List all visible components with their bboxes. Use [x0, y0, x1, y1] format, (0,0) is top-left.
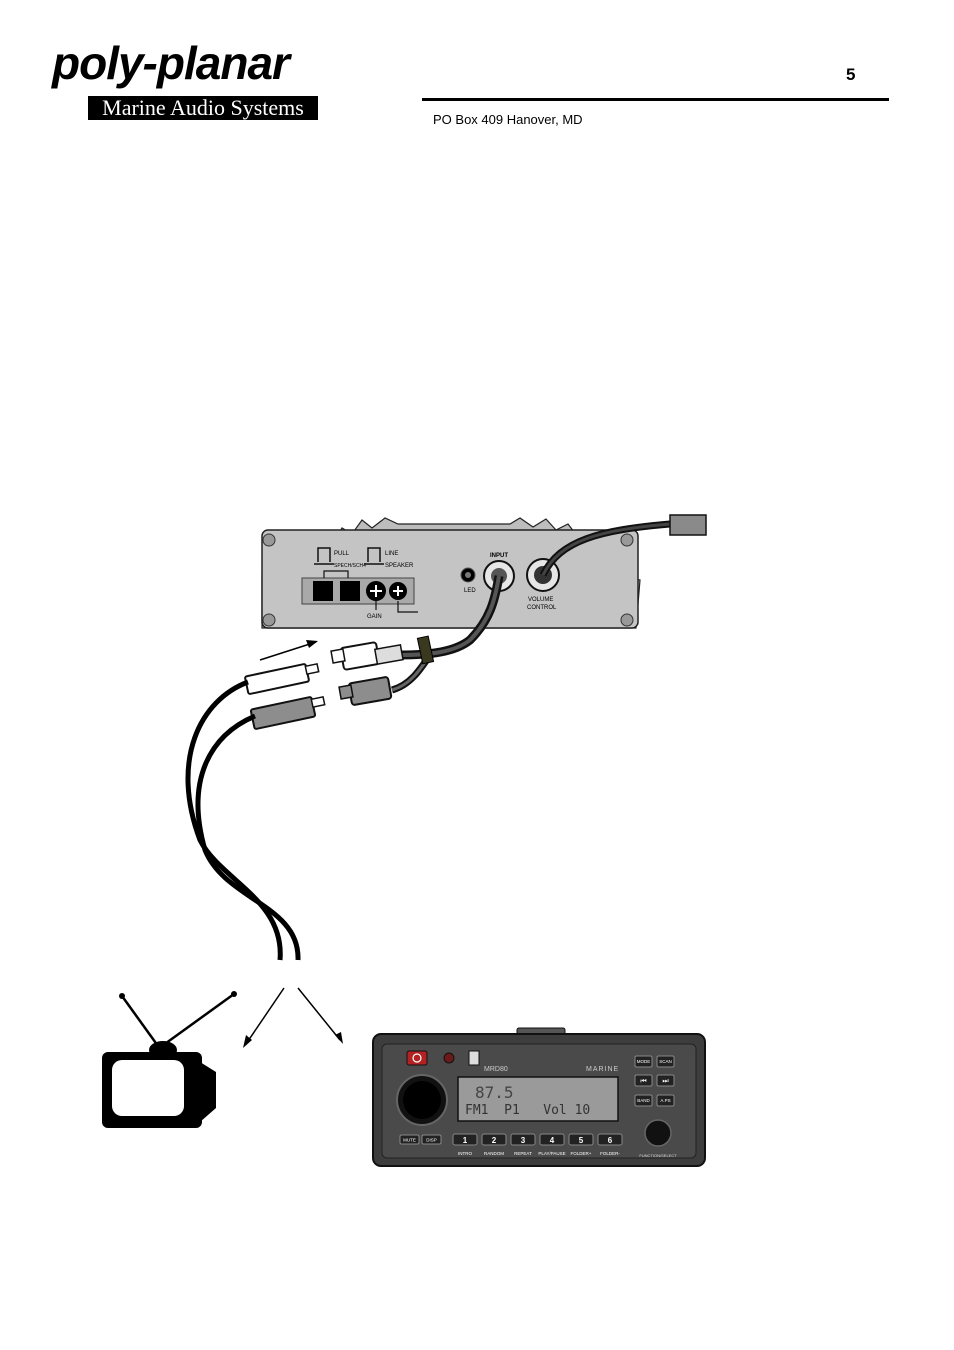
- switch-symbol-icon: [364, 547, 384, 565]
- previous-track-button[interactable]: [634, 1074, 653, 1087]
- address: PO Box 409 Hanover, MD: [433, 112, 583, 127]
- tv-icon: [102, 991, 237, 1128]
- svg-text:A.PS: A.PS: [660, 1098, 670, 1103]
- preset-button-4[interactable]: [539, 1133, 565, 1146]
- logo-wordmark: poly-planar: [52, 37, 290, 89]
- page-number: 5: [846, 65, 856, 84]
- mount-hole: [262, 613, 276, 627]
- rca-plug-white-female: [330, 641, 404, 671]
- scan-button[interactable]: [656, 1055, 675, 1068]
- preset-label: REPEAT: [514, 1151, 532, 1156]
- next-track-icon: ⏭: [662, 1078, 669, 1085]
- radio-led: [443, 1052, 455, 1064]
- radio-brand-badge: [468, 1050, 480, 1066]
- mode-switch[interactable]: [313, 581, 333, 601]
- svg-text:1: 1: [463, 1136, 468, 1145]
- switch1-bottom-label: SPECH/SCH4: [334, 563, 366, 569]
- svg-text:SCAN: SCAN: [659, 1059, 672, 1064]
- power-icon: [412, 1053, 422, 1063]
- switch2-top-label: LINE: [385, 551, 398, 557]
- disp-button[interactable]: [421, 1134, 442, 1145]
- rca-cable-grey: [195, 713, 301, 961]
- preset-button-1[interactable]: [452, 1133, 478, 1146]
- header-rule: [422, 98, 889, 101]
- volume-label-1: VOLUME: [528, 597, 553, 603]
- volume-label-2: CONTROL: [527, 605, 557, 611]
- rca-plug-grey-female: [338, 676, 393, 706]
- mute-button[interactable]: [399, 1134, 420, 1145]
- next-track-button[interactable]: [656, 1074, 675, 1087]
- function-select-knob[interactable]: [644, 1119, 672, 1147]
- gain-label: GAIN: [367, 614, 382, 620]
- band-button[interactable]: [634, 1094, 653, 1107]
- radio-illustration: MRD80 MARINE 87.5 FM1 P1 Vol 10 MODE SCA…: [372, 1027, 706, 1167]
- svg-text:3: 3: [521, 1136, 526, 1145]
- radio-model: MRD80: [484, 1066, 508, 1073]
- switch2-bottom-label: SPEAKER: [385, 563, 414, 569]
- logo-tagline: Marine Audio Systems: [88, 96, 318, 120]
- preset-button-3[interactable]: [510, 1133, 536, 1146]
- display-status: FM1 P1 Vol 10: [465, 1103, 590, 1118]
- svg-text:4: 4: [550, 1136, 555, 1145]
- svg-text:2: 2: [492, 1136, 497, 1145]
- switch-symbol-icon: [314, 547, 334, 565]
- svg-text:MODE: MODE: [637, 1059, 651, 1064]
- arrow-to-amp: [259, 641, 317, 661]
- preset-button-5[interactable]: [568, 1133, 594, 1146]
- preset-button-6[interactable]: [597, 1133, 623, 1146]
- preset-label: FOLDER+: [571, 1151, 592, 1156]
- svg-text:BAND: BAND: [637, 1098, 650, 1103]
- radio-brand: MARINE: [586, 1066, 619, 1073]
- svg-text:DISP: DISP: [426, 1138, 437, 1143]
- rca-plug-grey-male: [249, 695, 326, 730]
- function-select-label: FUNCTION/SELECT: [639, 1153, 677, 1158]
- cable-splitter: [416, 635, 435, 665]
- mount-hole: [620, 613, 634, 627]
- svg-text:5: 5: [579, 1136, 584, 1145]
- rca-plug-white-male: [244, 662, 320, 695]
- arrow-to-tv: [245, 987, 285, 1045]
- switch1-top-label: PULL: [334, 551, 350, 557]
- input-label: INPUT: [490, 553, 508, 559]
- svg-text:6: 6: [608, 1136, 613, 1145]
- preset-label: INTRO: [458, 1151, 472, 1156]
- svg-text:MUTE: MUTE: [403, 1138, 416, 1143]
- display-frequency: 87.5: [475, 1083, 514, 1102]
- mount-hole: [620, 533, 634, 547]
- preset-label: PLAY/PAUSE: [538, 1151, 565, 1156]
- preset-label: FOLDER-: [600, 1151, 620, 1156]
- mount-hole: [262, 533, 276, 547]
- volume-connector: [669, 514, 707, 536]
- preset-button-2[interactable]: [481, 1133, 507, 1146]
- mode-button[interactable]: [634, 1055, 653, 1068]
- arrow-to-radio: [297, 987, 341, 1041]
- power-button[interactable]: [406, 1050, 428, 1066]
- led-label: LED: [464, 588, 476, 594]
- amplifier-illustration: PULL SPECH/SCH4 LINE SPEAKER GAIN LED IN…: [261, 517, 641, 629]
- input-switch[interactable]: [340, 581, 360, 601]
- radio-display: [457, 1076, 619, 1122]
- aps-button[interactable]: [656, 1094, 675, 1107]
- preset-label: RANDOM: [484, 1151, 504, 1156]
- previous-track-icon: ⏮: [640, 1078, 646, 1085]
